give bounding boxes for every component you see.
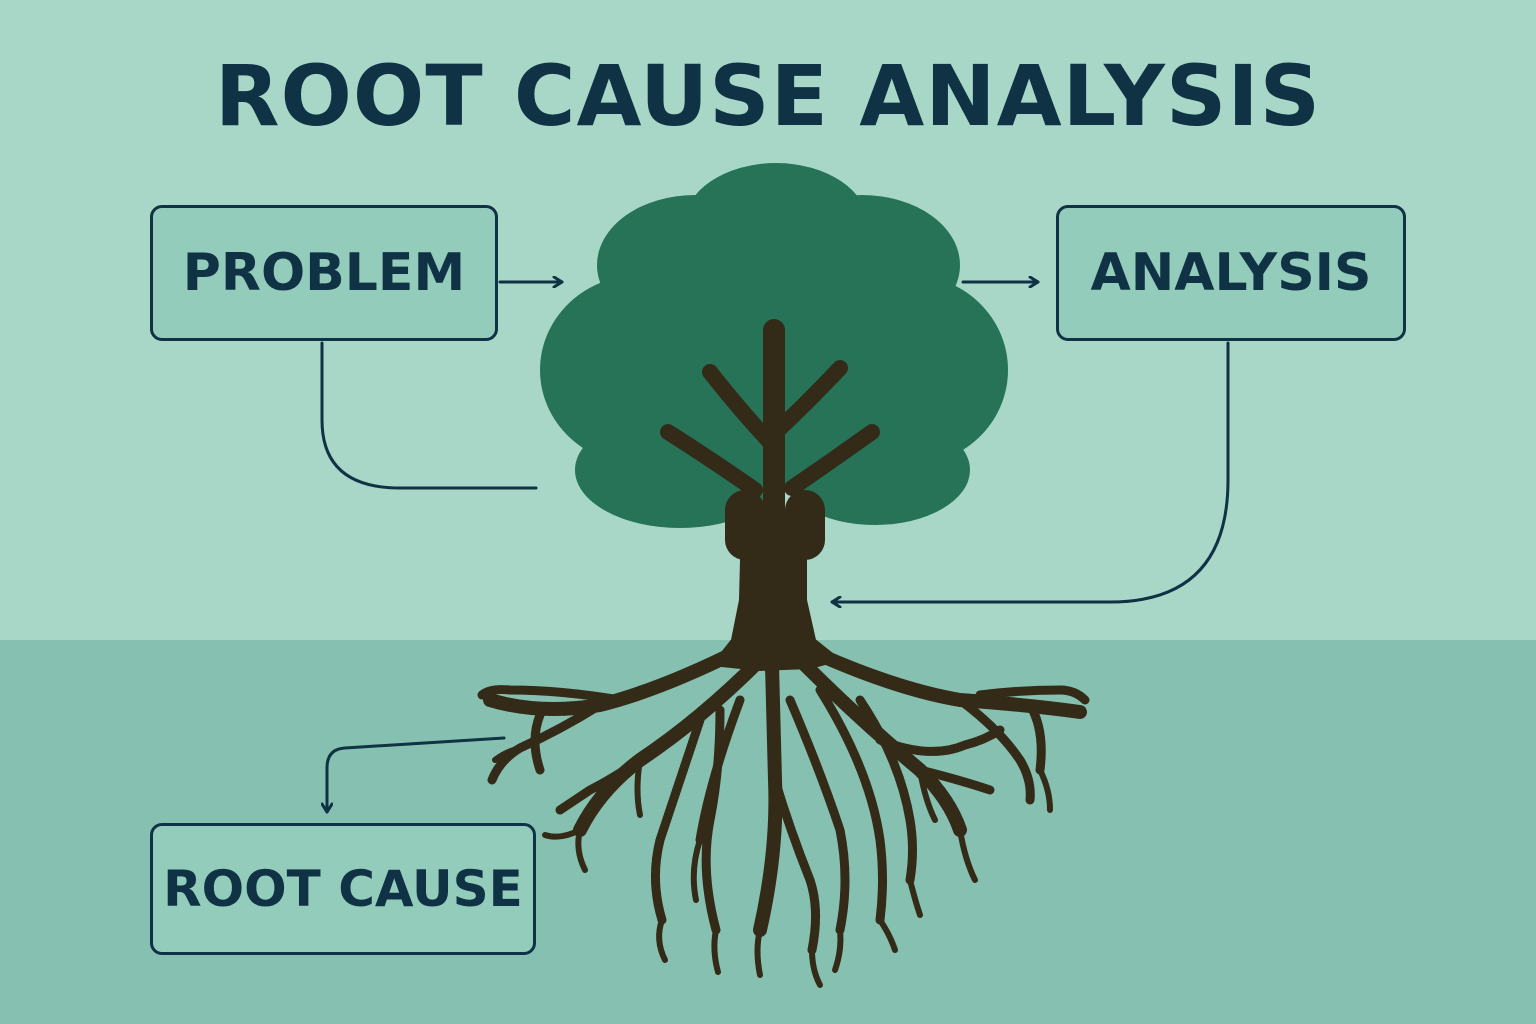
connectors (320, 282, 1230, 814)
arrow-analysis-to-trunk (830, 341, 1230, 602)
tree-trunk (660, 319, 880, 671)
tree-icon (477, 163, 1090, 988)
root-cause-label: ROOT CAUSE (163, 860, 523, 918)
problem-label: PROBLEM (182, 243, 466, 303)
root-cause-box: ROOT CAUSE (150, 823, 536, 955)
tree-roots (477, 643, 1090, 988)
line-problem-down (320, 341, 538, 490)
analysis-box: ANALYSIS (1056, 205, 1406, 341)
arrow-roots-to-root-cause (327, 736, 506, 814)
analysis-label: ANALYSIS (1090, 243, 1372, 303)
page-title: ROOT CAUSE ANALYSIS (214, 47, 1322, 145)
problem-box: PROBLEM (150, 205, 498, 341)
